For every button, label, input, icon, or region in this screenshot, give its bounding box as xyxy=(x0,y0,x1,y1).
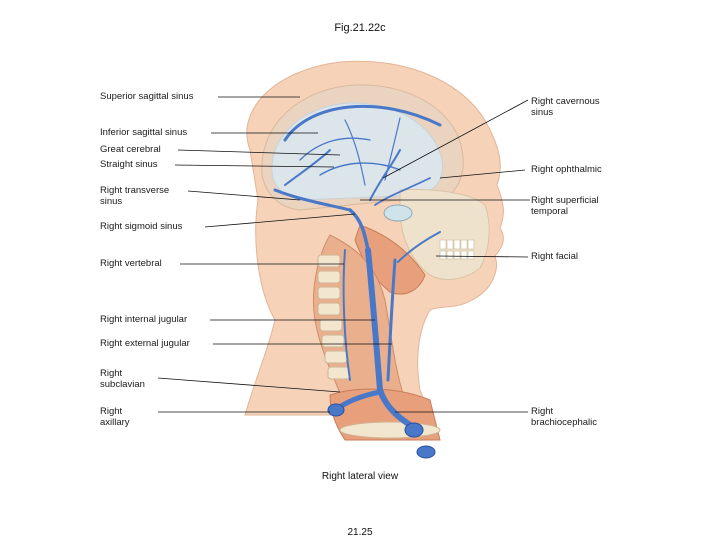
facial-vein xyxy=(397,231,441,263)
straight-sinus-vein xyxy=(284,149,331,186)
cerebral-vein-1 xyxy=(299,137,371,161)
label-right-facial: Right facial xyxy=(531,251,578,262)
view-caption: Right lateral view xyxy=(321,471,399,482)
veins xyxy=(273,104,442,428)
label-right-external-jugular: Right external jugular xyxy=(100,338,190,349)
label-right-sigmoid-sinus: Right sigmoid sinus xyxy=(100,221,183,232)
cerebral-vein-4 xyxy=(384,117,401,181)
page-number: 21.25 xyxy=(347,527,373,538)
superior-sagittal-sinus-vein xyxy=(283,104,442,142)
label-superior-sagittal-sinus: Superior sagittal sinus xyxy=(100,91,194,102)
transverse-sinus-vein xyxy=(273,188,352,212)
leader-lines-right xyxy=(360,99,530,413)
clavicle xyxy=(339,421,441,439)
vein-stubs xyxy=(327,403,436,459)
label-inferior-sagittal-sinus: Inferior sagittal sinus xyxy=(100,127,188,138)
eye xyxy=(383,204,413,222)
temporal-vein xyxy=(369,149,401,201)
sigmoid-sinus-vein xyxy=(348,208,370,252)
teeth xyxy=(439,239,475,260)
figure-title: Fig.21.22c xyxy=(334,22,386,34)
cerebral-vein-3 xyxy=(344,119,366,186)
label-right-vertebral: Right vertebral xyxy=(100,258,162,269)
label-straight-sinus: Straight sinus xyxy=(100,159,158,170)
internal-jugular-vein xyxy=(365,247,383,393)
external-jugular-vein xyxy=(386,258,397,382)
vertebral-vein xyxy=(342,249,351,381)
label-right-internal-jugular: Right internal jugular xyxy=(100,314,188,325)
label-right-ophthalmic: Right ophthalmic xyxy=(531,164,602,175)
label-great-cerebral: Great cerebral xyxy=(100,144,161,155)
ophthalmic-vein xyxy=(374,177,431,206)
leader-lines-left xyxy=(157,96,392,413)
